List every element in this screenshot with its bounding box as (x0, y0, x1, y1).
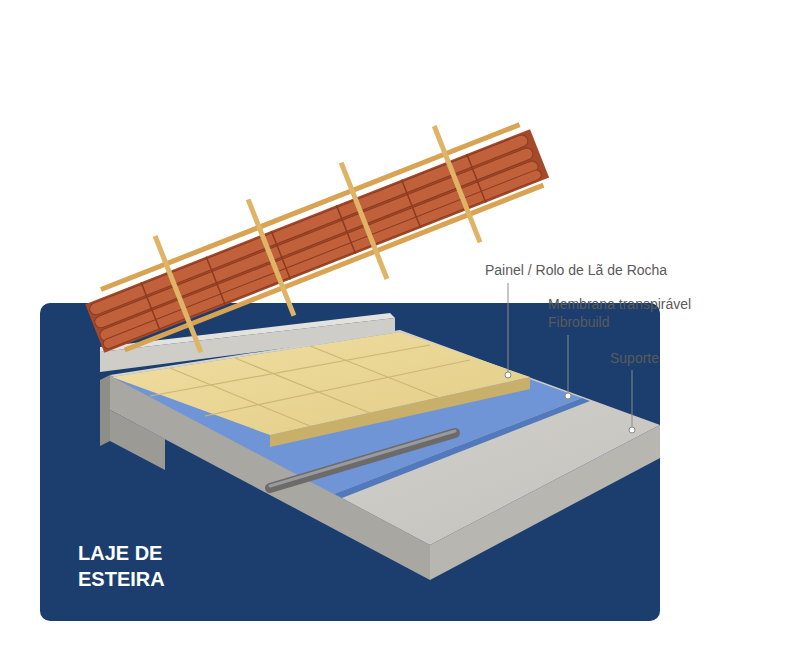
part-label: Membrana transpirável Fibrobuild (548, 295, 716, 331)
background-panel (40, 303, 660, 621)
breathable-membrane (112, 332, 582, 494)
part-label: Suporte (610, 349, 730, 367)
rock-wool-panels (112, 332, 530, 447)
part-label: Painel / Rolo de Lã de Rocha (485, 261, 725, 279)
roof-tiles (71, 94, 562, 385)
concrete-slab (100, 330, 660, 580)
diagram-title: LAJE DE ESTEIRA (78, 540, 170, 592)
